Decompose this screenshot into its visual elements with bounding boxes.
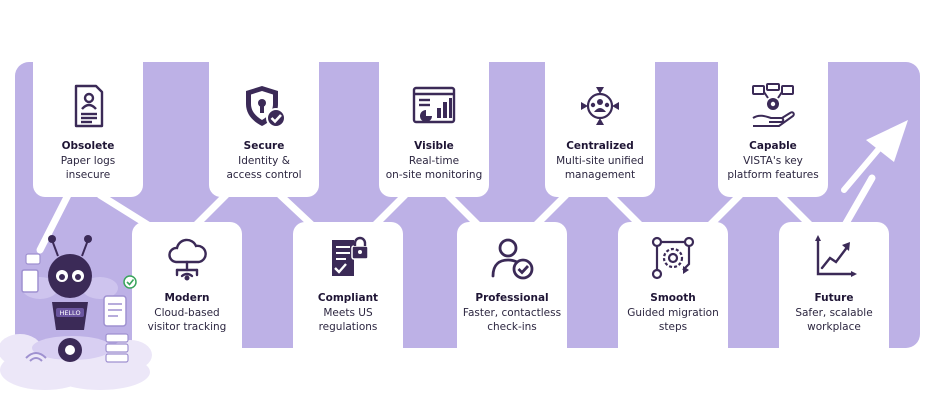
dashboard-chart-icon (412, 86, 456, 124)
growth-arrow-icon (841, 120, 908, 193)
step-title: Compliant (317, 292, 379, 304)
growth-chart-icon (815, 235, 857, 277)
step-card-obsolete: Obsolete Paper logs insecure (33, 62, 143, 197)
step-card-smooth: Smooth Guided migration steps (618, 222, 728, 348)
step-description: VISTA's key platform features (727, 155, 819, 181)
step-title: Obsolete (61, 140, 115, 152)
step-description: Identity & access control (226, 155, 302, 181)
step-card-compliant: Compliant Meets US regulations (293, 222, 403, 348)
step-title: Modern (164, 292, 210, 304)
user-check-icon (491, 238, 534, 280)
cloud-network-icon (168, 238, 207, 281)
step-description: Real-time on-site monitoring (385, 155, 483, 181)
step-title: Capable (749, 140, 797, 152)
step-card-professional: Professional Faster, contactless check-i… (457, 222, 567, 348)
hand-gear-icon (752, 83, 795, 127)
step-title: Future (814, 292, 854, 304)
mascot-badge-text: HELLO (59, 309, 80, 317)
step-description: Safer, scalable workplace (795, 307, 873, 333)
step-card-modern: Modern Cloud-based visitor tracking (132, 222, 242, 348)
step-title: Smooth (650, 292, 696, 304)
step-card-future: Future Safer, scalable workplace (779, 222, 889, 348)
document-lock-icon (332, 236, 369, 276)
converging-arrows-icon (581, 87, 619, 125)
step-card-visible: Visible Real-time on-site monitoring (379, 62, 489, 197)
step-card-secure: Secure Identity & access control (209, 62, 319, 197)
shield-lock-icon (246, 86, 286, 128)
step-description: Cloud-based visitor tracking (147, 307, 227, 333)
paper-log-icon (74, 84, 104, 128)
step-card-capable: Capable VISTA's key platform features (718, 62, 828, 197)
step-title: Centralized (566, 140, 634, 152)
robot-bee-mascot-icon: HELLO (0, 235, 152, 390)
step-description: Faster, contactless check-ins (462, 307, 562, 333)
step-card-centralized: Centralized Multi-site unified managemen… (545, 62, 655, 197)
step-description: Multi-site unified management (556, 155, 644, 181)
step-description: Paper logs insecure (60, 155, 116, 181)
step-title: Professional (475, 292, 549, 304)
step-title: Secure (243, 140, 285, 152)
step-description: Meets US regulations (318, 307, 378, 333)
step-title: Visible (414, 140, 454, 152)
step-description: Guided migration steps (627, 307, 719, 333)
gear-flow-icon (651, 236, 695, 280)
